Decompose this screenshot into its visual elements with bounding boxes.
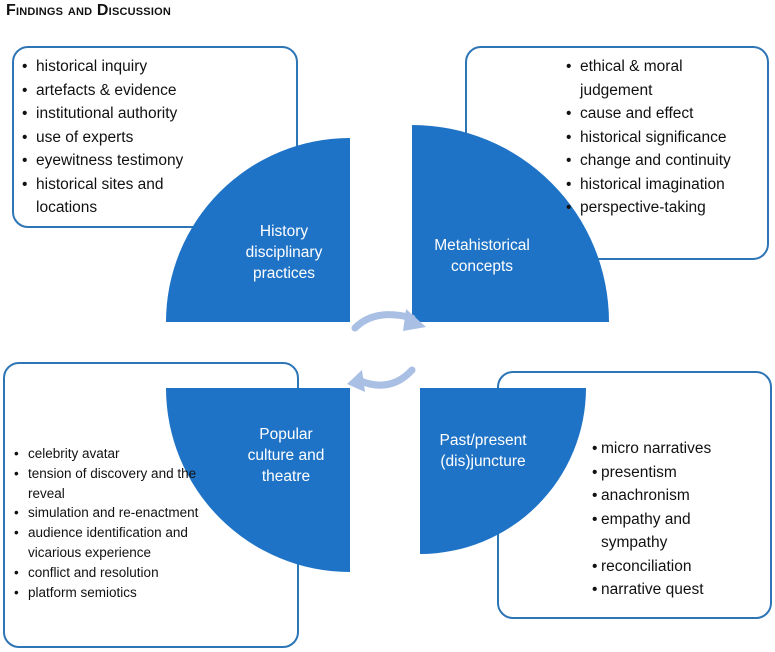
label-line: practices	[252, 265, 316, 282]
list-item: change and continuity	[566, 149, 756, 173]
quadrant-label-bottom-left: Popular culture and theatre	[236, 424, 336, 487]
list-item: tension of discovery and the reveal	[14, 464, 199, 504]
page-title: Findings and Discussion	[6, 2, 171, 19]
list-item: historical imagination	[566, 173, 756, 197]
list-item: narrative quest	[592, 578, 727, 602]
quadrant-bottom-left	[166, 388, 350, 572]
list-item: eyewitness testimony	[22, 149, 212, 173]
cycle-arrows-icon	[351, 311, 416, 389]
list-bottom-right: micro narratives presentism anachronism …	[592, 437, 727, 602]
list-bottom-left: celebrity avatar tension of discovery an…	[14, 444, 199, 602]
list-item: celebrity avatar	[14, 444, 199, 464]
list-item: empathy and sympathy	[592, 508, 727, 555]
list-item: presentism	[592, 461, 727, 485]
label-line: Metahistorical	[434, 237, 530, 254]
list-top-left: historical inquiry artefacts & evidence …	[22, 55, 212, 220]
quadrant-bottom-right	[420, 388, 586, 554]
list-item: perspective-taking	[566, 196, 756, 220]
list-item: ethical & moral judgement	[566, 55, 756, 102]
label-line: theatre	[261, 468, 311, 485]
label-line: culture and	[247, 447, 325, 464]
label-line: (dis)juncture	[440, 453, 526, 470]
quadrant-label-top-left: History disciplinary practices	[228, 221, 340, 284]
list-item: cause and effect	[566, 102, 756, 126]
list-item: platform semiotics	[14, 583, 199, 603]
list-item: use of experts	[22, 126, 212, 150]
quadrant-top-left	[166, 138, 350, 322]
label-line: concepts	[450, 258, 514, 275]
list-item: historical inquiry	[22, 55, 212, 79]
label-line: Past/present	[439, 432, 527, 449]
label-line: disciplinary	[245, 244, 323, 261]
cycle-arrow-head-left	[347, 370, 365, 392]
list-item: reconciliation	[592, 555, 727, 579]
quadrant-label-bottom-right: Past/present (dis)juncture	[424, 430, 542, 472]
label-line: History	[259, 223, 309, 240]
label-line: Popular	[259, 426, 313, 443]
list-item: audience identification and vicarious ex…	[14, 523, 199, 563]
list-item: micro narratives	[592, 437, 727, 461]
list-item: institutional authority	[22, 102, 212, 126]
list-item: simulation and re-enactment	[14, 503, 199, 523]
list-top-right: ethical & moral judgement cause and effe…	[566, 55, 756, 220]
list-item: artefacts & evidence	[22, 79, 212, 103]
quadrant-top-right	[412, 125, 609, 322]
cycle-arrow-head-right	[403, 309, 426, 331]
list-item: anachronism	[592, 484, 727, 508]
list-item: historical significance	[566, 126, 756, 150]
list-item: conflict and resolution	[14, 563, 199, 583]
list-item: historical sites and locations	[22, 173, 212, 220]
quadrant-label-top-right: Metahistorical concepts	[416, 235, 548, 277]
